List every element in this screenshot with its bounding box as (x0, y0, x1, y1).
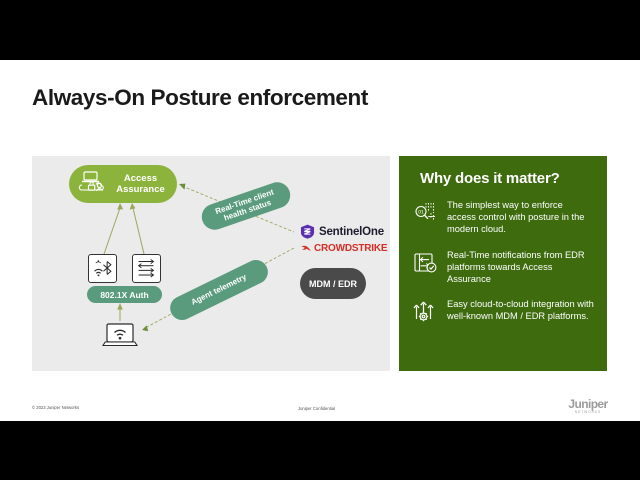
notification-check-icon (412, 250, 438, 276)
juniper-logo-subtitle: NETWORKS (574, 410, 602, 414)
benefit-item-3: Easy cloud-to-cloud integration with wel… (412, 298, 594, 325)
benefit-text-2: Real-Time notifications from EDR platfor… (447, 249, 585, 285)
svg-text:01: 01 (418, 210, 424, 216)
juniper-logo-word: Juniper (568, 397, 608, 411)
benefit-item-1: 01 The simplest way to enforce access co… (412, 199, 594, 236)
footer-confidential: Juniper Confidential (298, 406, 336, 411)
sentinelone-label: SentinelOne (319, 225, 384, 238)
slide-canvas: Always-On Posture enforcement (0, 60, 640, 421)
dot1x-auth-pill: 802.1X Auth (87, 286, 162, 303)
letterbox-top (0, 0, 640, 60)
access-assurance-label: Access Assurance (108, 173, 177, 196)
aa-label-line1: Access (123, 172, 158, 184)
crowdstrike-logo[interactable]: CROWDSTRIKE (300, 242, 388, 254)
access-point-device[interactable] (88, 254, 117, 283)
mdm-edr-pill: MDM / EDR (300, 268, 366, 299)
why-panel-title: Why does it matter? (420, 170, 560, 187)
sentinelone-logo[interactable]: SentinelOne (300, 224, 384, 239)
crowdstrike-label: CROWDSTRIKE (314, 242, 388, 254)
flow-label-agent-telemetry: Agent telemetry (166, 255, 272, 325)
letterbox-bottom (0, 421, 640, 480)
flow-label-health-status: Real-Time client health status (198, 178, 294, 234)
page-title: Always-On Posture enforcement (32, 85, 368, 110)
footer-copyright: © 2023 Juniper Networks (32, 405, 80, 410)
magnifier-data-icon: 01 (412, 200, 438, 226)
sentinelone-logo-icon (300, 224, 315, 239)
why-does-it-matter-panel: Why does it matter? 01 (399, 156, 607, 371)
benefit-text-1: The simplest way to enforce access contr… (447, 200, 585, 235)
aa-label-line2: Assurance (116, 184, 165, 195)
cloud-lock-user-icon (76, 169, 108, 199)
benefit-item-2: Real-Time notifications from EDR platfor… (412, 249, 594, 286)
switch-device[interactable] (132, 254, 161, 283)
client-laptop-device[interactable] (100, 321, 140, 351)
benefit-text-3: Easy cloud-to-cloud integration with wel… (447, 299, 594, 322)
juniper-logo: Juniper NETWORKS (566, 398, 610, 415)
access-assurance-node[interactable]: Access Assurance (69, 165, 177, 203)
arrows-gear-integration-icon (412, 299, 438, 325)
architecture-diagram: Access Assurance Real-Time client health… (32, 156, 390, 371)
crowdstrike-falcon-icon (300, 242, 312, 254)
